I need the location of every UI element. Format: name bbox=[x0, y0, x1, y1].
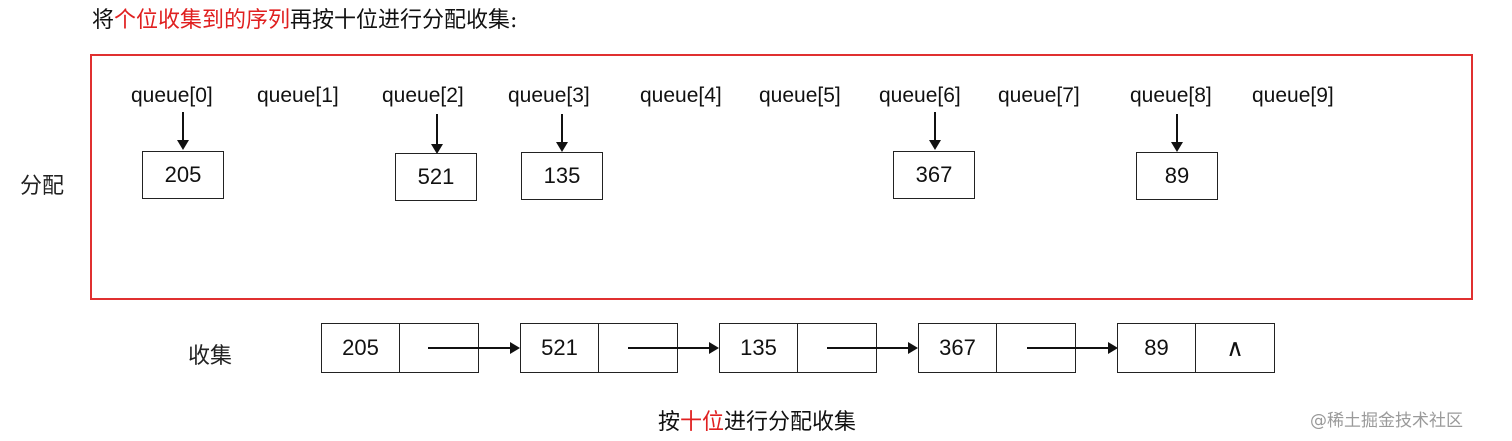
distribution-frame bbox=[90, 54, 1473, 300]
queue-label-8: queue[8] bbox=[1130, 84, 1212, 107]
collect-label: 收集 bbox=[188, 344, 233, 369]
queue-label-0: queue[0] bbox=[131, 84, 213, 107]
caption-highlight: 十位 bbox=[680, 410, 725, 435]
queue-arrow-6 bbox=[929, 112, 941, 150]
list-node-value: 521 bbox=[520, 323, 599, 373]
list-node-1: 521 bbox=[520, 323, 678, 373]
heading-part2: 再按十位进行分配收集: bbox=[290, 8, 518, 33]
list-link-arrow bbox=[628, 342, 719, 354]
caption-part1: 按 bbox=[658, 410, 681, 435]
caption-part2: 进行分配收集 bbox=[724, 410, 857, 435]
queue-label-2: queue[2] bbox=[382, 84, 464, 107]
list-node-value: 135 bbox=[719, 323, 798, 373]
queue-value-8: 89 bbox=[1136, 152, 1218, 200]
heading-part1: 将 bbox=[92, 8, 115, 33]
list-link-arrow bbox=[827, 342, 918, 354]
queue-label-5: queue[5] bbox=[759, 84, 841, 107]
queue-value-2: 521 bbox=[395, 153, 477, 201]
queue-arrow-2 bbox=[431, 114, 443, 154]
caption: 按十位进行分配收集 bbox=[658, 404, 856, 436]
queue-label-4: queue[4] bbox=[640, 84, 722, 107]
list-node-2: 135 bbox=[719, 323, 877, 373]
list-node-3: 367 bbox=[918, 323, 1076, 373]
queue-label-1: queue[1] bbox=[257, 84, 339, 107]
list-node-4: 89 ∧ bbox=[1117, 323, 1275, 373]
queue-label-6: queue[6] bbox=[879, 84, 961, 107]
queue-arrow-8 bbox=[1171, 114, 1183, 152]
list-node-value: 205 bbox=[321, 323, 400, 373]
null-pointer-symbol: ∧ bbox=[1196, 323, 1275, 373]
heading: 将个位收集到的序列再按十位进行分配收集: bbox=[92, 2, 517, 34]
list-link-arrow bbox=[1027, 342, 1118, 354]
queue-value-3: 135 bbox=[521, 152, 603, 200]
list-link-arrow bbox=[428, 342, 520, 354]
list-node-value: 89 bbox=[1117, 323, 1196, 373]
queue-value-0: 205 bbox=[142, 151, 224, 199]
queue-arrow-0 bbox=[177, 112, 189, 150]
queue-label-7: queue[7] bbox=[998, 84, 1080, 107]
queue-label-9: queue[9] bbox=[1252, 84, 1334, 107]
list-node-value: 367 bbox=[918, 323, 997, 373]
watermark: @稀土掘金技术社区 bbox=[1310, 411, 1463, 431]
distribute-label: 分配 bbox=[20, 174, 65, 199]
queue-value-6: 367 bbox=[893, 151, 975, 199]
heading-highlight: 个位收集到的序列 bbox=[114, 8, 291, 33]
queue-arrow-3 bbox=[556, 114, 568, 152]
queue-label-3: queue[3] bbox=[508, 84, 590, 107]
